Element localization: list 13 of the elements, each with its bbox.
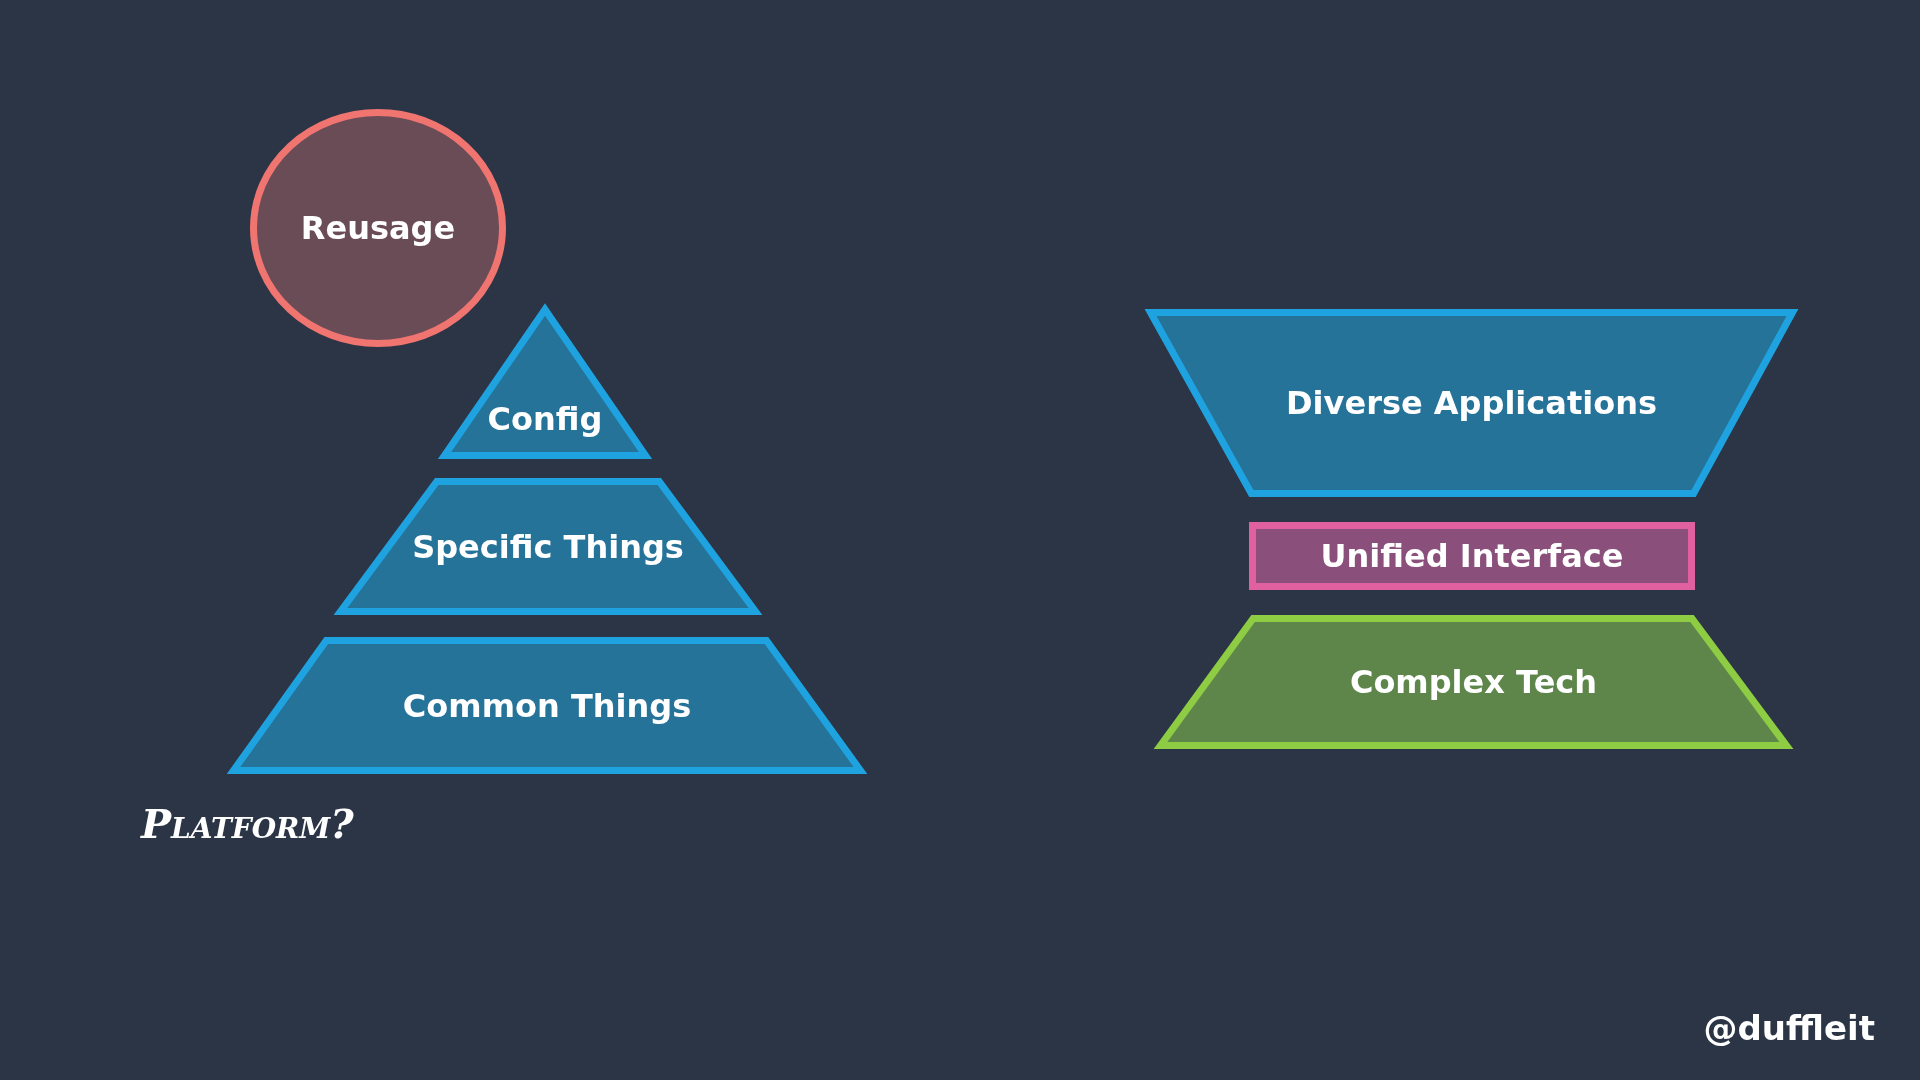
shape-label: Reusage: [300, 209, 456, 247]
circle-shape: [250, 109, 506, 347]
shape-label: Complex Tech: [1349, 663, 1598, 701]
author-handle: @duffleit: [1703, 1008, 1875, 1048]
shape-label: Config: [487, 400, 603, 439]
shape-label: Common Things: [402, 686, 692, 725]
shape-label: Unified Interface: [1320, 537, 1624, 575]
handwritten-note: Platform?: [141, 800, 354, 847]
triangle-shape: [441, 306, 649, 459]
rectangle-shape: [1249, 522, 1695, 590]
inverted-trapezoid-shape: [1147, 309, 1796, 497]
shape-label: Diverse Applications: [1286, 384, 1657, 422]
shape-label: Specific Things: [412, 527, 684, 566]
